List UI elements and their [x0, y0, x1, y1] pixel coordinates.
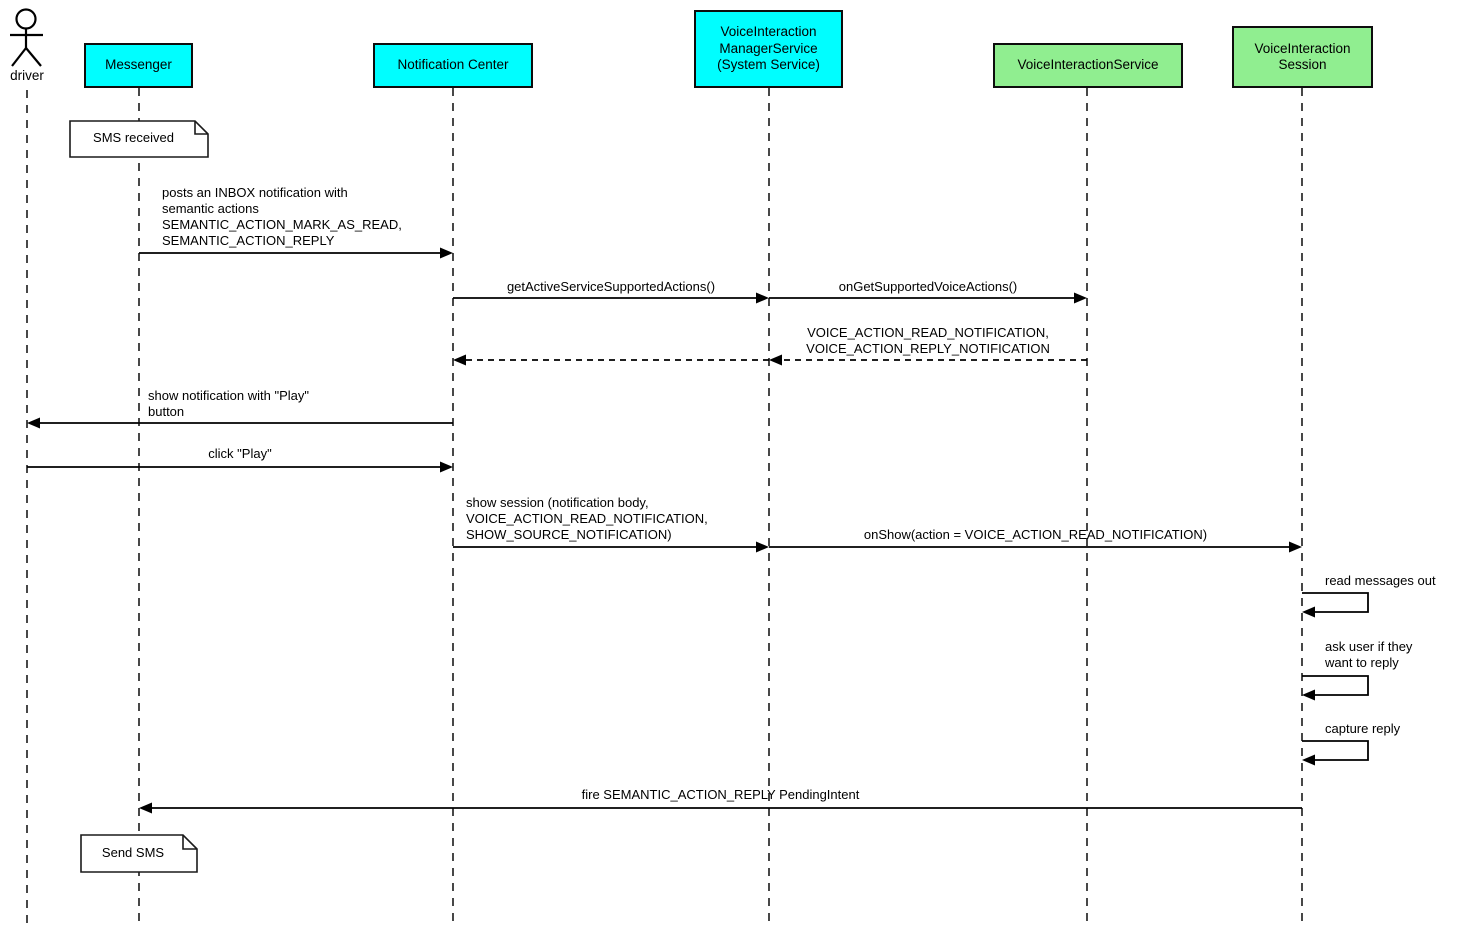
participant-notification-center: Notification Center: [373, 43, 533, 88]
message-label-posts-inbox-notification: posts an INBOX notification with semanti…: [162, 185, 402, 248]
arrow-click-play: [27, 461, 453, 473]
message-label-fire-semantic-action-reply: fire SEMANTIC_ACTION_REPLY PendingIntent: [581, 787, 860, 802]
participant-voiceinteraction-session: VoiceInteraction Session: [1232, 26, 1373, 88]
arrow-show-session: [453, 541, 769, 553]
arrow-get-active-service-supported-actions: [453, 292, 769, 304]
arrow-posts-inbox-notification: [139, 247, 453, 259]
self-arrow-ask-user-reply: [1302, 675, 1369, 701]
message-label-show-session: show session (notification body, VOICE_A…: [466, 495, 708, 542]
participant-messenger-label: Messenger: [105, 57, 172, 73]
message-label-on-get-supported-voice-actions: onGetSupportedVoiceActions(): [838, 279, 1018, 294]
arrow-return-voice-actions-segment-left: [453, 354, 769, 366]
note-sms-received-text: SMS received: [93, 130, 174, 145]
participant-notification-center-label: Notification Center: [397, 57, 509, 73]
actor-driver-label: driver: [10, 68, 44, 83]
arrow-on-show: [769, 541, 1302, 553]
message-label-on-show: onShow(action = VOICE_ACTION_READ_NOTIFI…: [863, 527, 1208, 542]
arrow-fire-semantic-action-reply: [139, 802, 1302, 814]
message-label-get-active-service-supported-actions: getActiveServiceSupportedActions(): [506, 279, 716, 294]
message-label-click-play: click "Play": [208, 446, 272, 461]
message-label-return-voice-actions: VOICE_ACTION_READ_NOTIFICATION, VOICE_AC…: [806, 325, 1050, 356]
note-sms-received: [69, 120, 209, 158]
message-label-capture-reply: capture reply: [1325, 721, 1401, 736]
self-arrow-capture-reply: [1302, 740, 1369, 766]
message-label-read-messages-out: read messages out: [1325, 573, 1436, 588]
arrow-on-get-supported-voice-actions: [769, 292, 1087, 304]
note-send-sms-text: Send SMS: [101, 845, 165, 860]
actor-driver-icon: [10, 8, 43, 67]
participant-voiceinteraction-managerservice: VoiceInteraction ManagerService (System …: [694, 10, 843, 88]
note-fold-icon: [182, 835, 197, 850]
message-label-ask-user-reply: ask user if they want to reply: [1325, 639, 1413, 670]
note-send-sms: [80, 834, 198, 873]
participant-voiceinteraction-managerservice-label: VoiceInteraction ManagerService (System …: [717, 24, 820, 73]
message-label-show-notification-play: show notification with "Play" button: [148, 388, 309, 419]
participant-voiceinteractionservice: VoiceInteractionService: [993, 43, 1183, 88]
self-arrow-read-messages-out: [1302, 592, 1369, 618]
arrow-show-notification-play: [27, 417, 453, 429]
lifelines: [26, 88, 1303, 925]
participant-voiceinteraction-session-label: VoiceInteraction Session: [1254, 40, 1351, 73]
arrow-return-voice-actions-segment-right: [769, 354, 1087, 366]
participant-messenger: Messenger: [84, 43, 193, 88]
participant-voiceinteractionservice-label: VoiceInteractionService: [1017, 57, 1159, 73]
note-fold-icon: [194, 121, 208, 135]
